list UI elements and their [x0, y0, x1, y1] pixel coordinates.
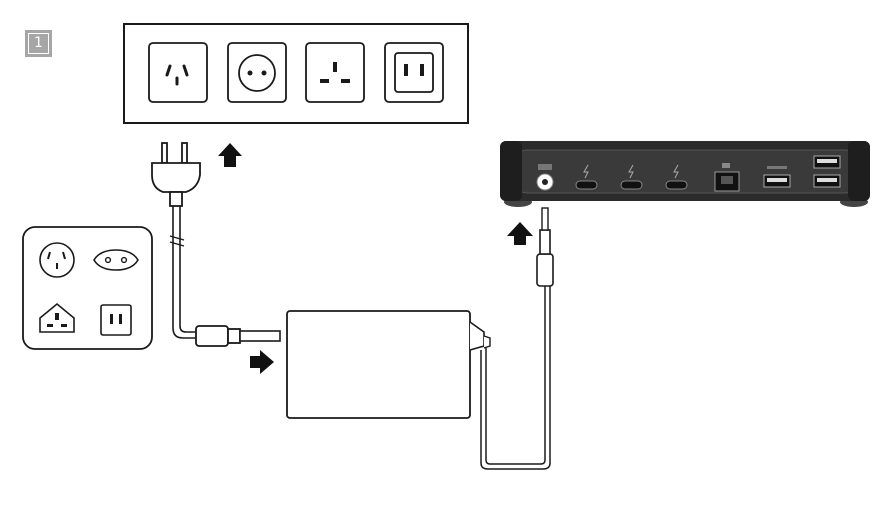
thunderbolt-port-2-icon	[620, 164, 643, 190]
right-arrow-brick-icon	[250, 350, 274, 374]
dc-cable	[480, 286, 551, 470]
uk-socket-icon	[305, 42, 365, 103]
wall-outlet-panel	[123, 23, 469, 124]
us-socket-icon	[384, 42, 444, 103]
au-socket-icon	[148, 42, 208, 103]
up-arrow-dock-icon	[507, 222, 533, 245]
power-adapter-brick	[286, 310, 491, 419]
au-plug-icon	[151, 142, 201, 207]
ethernet-port-icon	[714, 163, 740, 192]
au-adapter-icon	[39, 242, 75, 278]
usb-a-port-rear-icon	[763, 166, 791, 188]
thunderbolt-port-3-icon	[665, 164, 688, 190]
step-number-badge: 1	[25, 30, 52, 57]
usb-a-port-front-2-icon	[813, 174, 841, 188]
us-adapter-icon	[100, 304, 132, 336]
up-arrow-plug-icon	[218, 143, 242, 167]
plug-adapters-panel	[22, 226, 153, 350]
thunderbolt-port-1-icon	[575, 164, 598, 190]
eu-adapter-icon	[93, 249, 139, 271]
power-connector	[195, 325, 281, 347]
eu-socket-icon	[227, 42, 287, 103]
dc-plug	[536, 207, 554, 287]
uk-adapter-icon	[39, 302, 75, 333]
dc-in-port-icon	[536, 164, 554, 191]
power-cable	[169, 206, 196, 339]
usb-a-port-front-1-icon	[813, 155, 841, 169]
docking-station	[500, 141, 870, 207]
